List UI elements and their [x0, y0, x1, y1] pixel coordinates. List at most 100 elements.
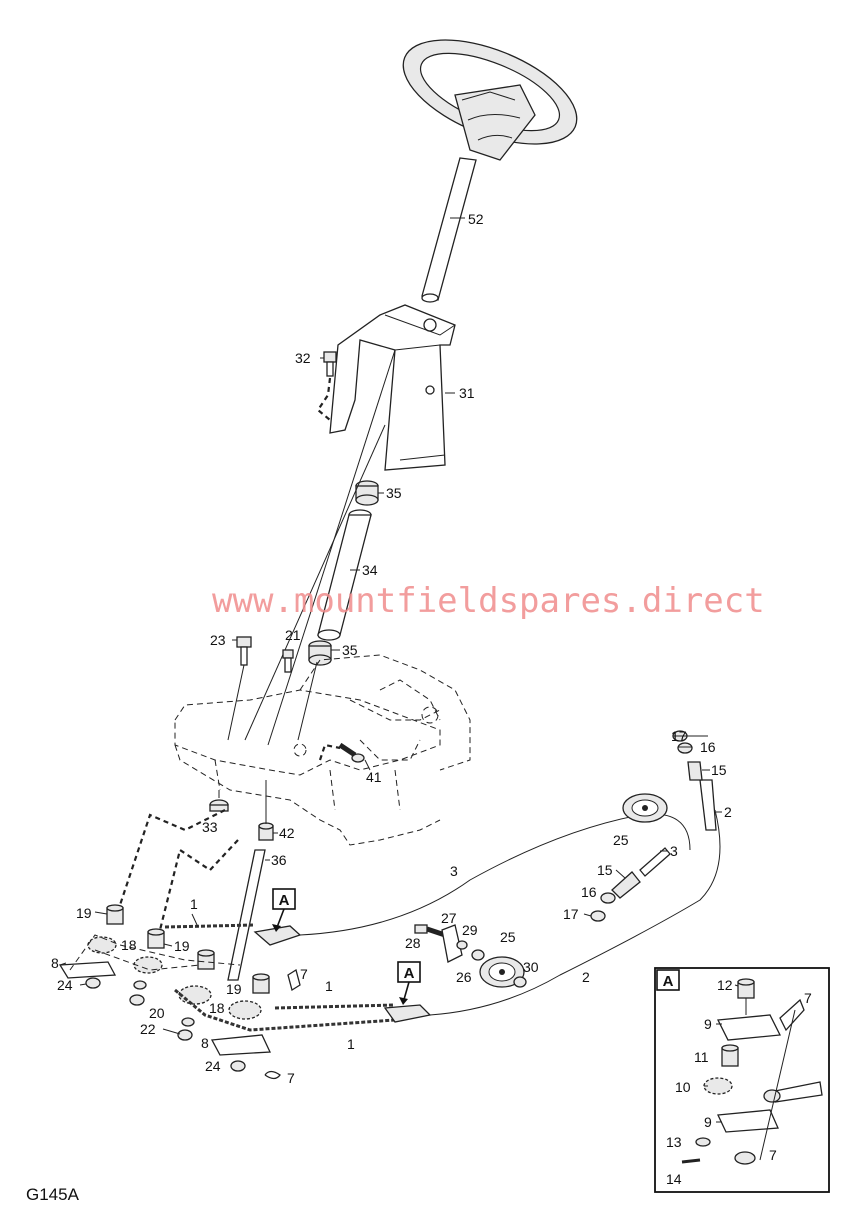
callout-24-lower: 24 — [205, 1058, 221, 1074]
callout-35-lower: 35 — [342, 642, 358, 658]
bracket-27 — [441, 924, 463, 963]
callout-1-lower: 1 — [347, 1036, 355, 1052]
callout-18-upper: 18 — [121, 937, 137, 953]
detail-callout-12: 12 — [717, 977, 733, 993]
detail-box-label: A — [663, 973, 674, 990]
callout-31: 31 — [459, 385, 475, 401]
callout-25-upper: 25 — [613, 832, 629, 848]
tube-34 — [317, 509, 372, 641]
callout-34: 34 — [362, 562, 378, 578]
callout-16-upper: 16 — [700, 739, 716, 755]
callout-17-lower: 17 — [563, 906, 579, 922]
callout-24-upper: 24 — [57, 977, 73, 993]
ref-marker-a-upper: A — [272, 888, 296, 932]
callout-21: 21 — [285, 627, 301, 643]
detail-callout-7-upper: 7 — [804, 990, 812, 1006]
cable-2 — [429, 809, 721, 1016]
detail-callout-10: 10 — [675, 1079, 691, 1095]
callout-8-upper: 8 — [51, 955, 59, 971]
callout-52: 52 — [468, 211, 484, 227]
sprocket-18-right — [228, 1000, 262, 1020]
bolt-32 — [323, 351, 337, 377]
callout-32: 32 — [295, 350, 311, 366]
callout-1-mid: 1 — [325, 978, 333, 994]
callout-26: 26 — [456, 969, 472, 985]
nut-33 — [209, 799, 229, 812]
callout-3-cable: 3 — [450, 863, 458, 879]
ref-marker-a-lower: A — [397, 961, 421, 1005]
callout-29: 29 — [462, 922, 478, 938]
callout-28: 28 — [405, 935, 421, 951]
shaft-36 — [227, 849, 266, 981]
bush-19-left — [106, 904, 124, 925]
callout-20: 20 — [149, 1005, 165, 1021]
chassis-frame — [174, 654, 471, 846]
callout-33: 33 — [202, 819, 218, 835]
sprocket-18-lower — [178, 985, 212, 1005]
plate-8-lower — [210, 1034, 271, 1056]
nut-24-upper — [85, 977, 101, 989]
callout-3-right: 3 — [670, 843, 678, 859]
callout-labels: 52 31 32 35 34 35 23 21 41 33 42 36 17 1… — [51, 211, 812, 1187]
pulley-25-lower — [479, 956, 525, 988]
callout-1-upper: 1 — [190, 896, 198, 912]
callout-35-upper: 35 — [386, 485, 402, 501]
callout-19-lower: 19 — [226, 981, 242, 997]
bush-19-lower — [252, 973, 270, 994]
cable-end-3 — [590, 847, 671, 922]
callout-17-upper: 17 — [671, 728, 687, 744]
callout-2-upper: 2 — [724, 804, 732, 820]
ref-label-a-upper: A — [279, 892, 290, 909]
plate-8-upper — [58, 961, 117, 979]
detail-callout-11: 11 — [694, 1049, 709, 1065]
chain-1-upper — [164, 923, 256, 929]
leader-lines — [59, 357, 739, 1123]
callout-42: 42 — [279, 825, 295, 841]
detail-callout-13: 13 — [666, 1134, 682, 1150]
callout-8-lower: 8 — [201, 1035, 209, 1051]
callout-15-upper: 15 — [711, 762, 727, 778]
bush-35-lower — [308, 640, 332, 666]
chain-1-lower — [174, 988, 396, 1032]
callout-15-lower: 15 — [597, 862, 613, 878]
detail-callout-9-upper: 9 — [704, 1016, 712, 1032]
callout-23: 23 — [210, 632, 226, 648]
detail-box-a: A — [654, 967, 830, 1193]
callout-16-lower: 16 — [581, 884, 597, 900]
console-bracket — [329, 304, 456, 471]
callout-7-upper: 7 — [300, 966, 308, 982]
pulley-25-upper — [622, 793, 668, 823]
callout-25-lower: 25 — [500, 929, 516, 945]
callout-19-left: 19 — [76, 905, 92, 921]
ref-label-a-lower: A — [404, 965, 415, 982]
bolt-28 — [414, 924, 446, 938]
bush-42 — [258, 822, 274, 841]
callout-41: 41 — [366, 769, 382, 785]
callout-7-lower: 7 — [287, 1070, 295, 1086]
nut-24-lower — [230, 1060, 246, 1072]
chain-1-mid — [274, 1003, 396, 1010]
cable-end-upper — [672, 730, 717, 831]
bush-19-right — [197, 949, 215, 970]
callout-27: 27 — [441, 910, 457, 926]
bolt-41 — [338, 742, 365, 763]
callout-19-mid: 19 — [174, 938, 190, 954]
watermark: www.mountfieldspares.direct — [212, 581, 765, 621]
bolt-23 — [236, 636, 252, 666]
steering-shaft — [421, 157, 477, 303]
callout-2-lower: 2 — [582, 969, 590, 985]
bolt-21 — [282, 649, 294, 673]
callout-30: 30 — [523, 959, 539, 975]
sprocket-18-left — [87, 936, 117, 954]
detail-callout-7-lower: 7 — [769, 1147, 777, 1163]
callout-36: 36 — [271, 852, 287, 868]
drawing-code: G145A — [26, 1185, 80, 1200]
callout-18-lower: 18 — [209, 1000, 225, 1016]
detail-callout-14: 14 — [666, 1171, 682, 1187]
callout-22: 22 — [140, 1021, 156, 1037]
bush-19-mid — [147, 928, 165, 949]
sprocket-18-mid — [133, 956, 163, 974]
steering-wheel — [402, 39, 578, 161]
